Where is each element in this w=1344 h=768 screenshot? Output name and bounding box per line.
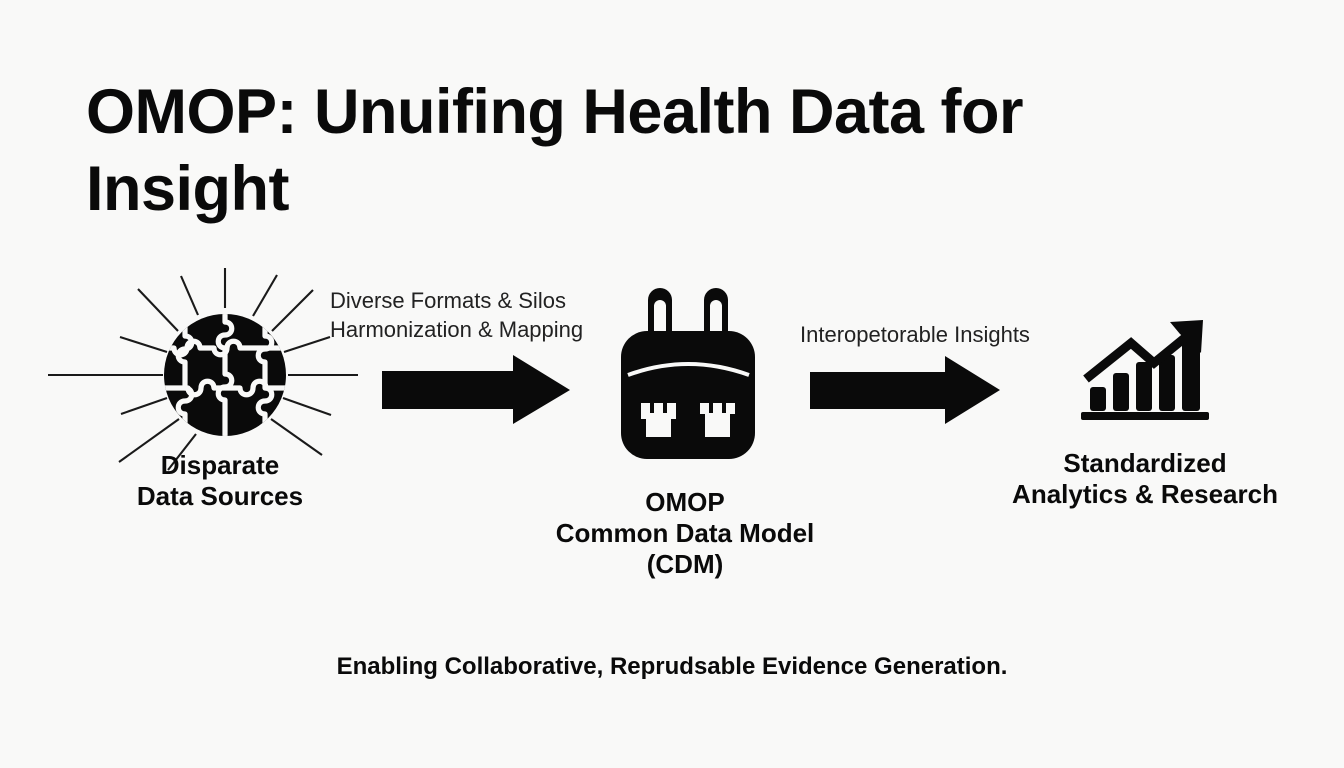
growth-bar-chart-icon xyxy=(1081,320,1209,420)
flow-caption-harmonization: Diverse Formats & Silos Harmonization & … xyxy=(330,288,584,343)
stage-label-standardized-analytics: Standardized Analytics & Research xyxy=(1012,448,1278,510)
right-arrow-icon-2 xyxy=(810,356,1000,424)
database-plug-icon xyxy=(621,288,755,459)
stage-label-omop-cdm: OMOP Common Data Model (CDM) xyxy=(555,487,815,580)
flow-caption-interoperable: Interopetorable Insights xyxy=(800,322,1030,347)
right-arrow-icon-1 xyxy=(382,355,570,424)
page-title: OMOP: Unuifing Health Data for Insight xyxy=(86,77,1023,224)
slide-tagline: Enabling Collaborative, Reprudsable Evid… xyxy=(336,653,1008,680)
stage-label-disparate-data-sources: Disparate Data Sources xyxy=(136,450,304,512)
puzzle-sphere-icon xyxy=(164,314,286,436)
